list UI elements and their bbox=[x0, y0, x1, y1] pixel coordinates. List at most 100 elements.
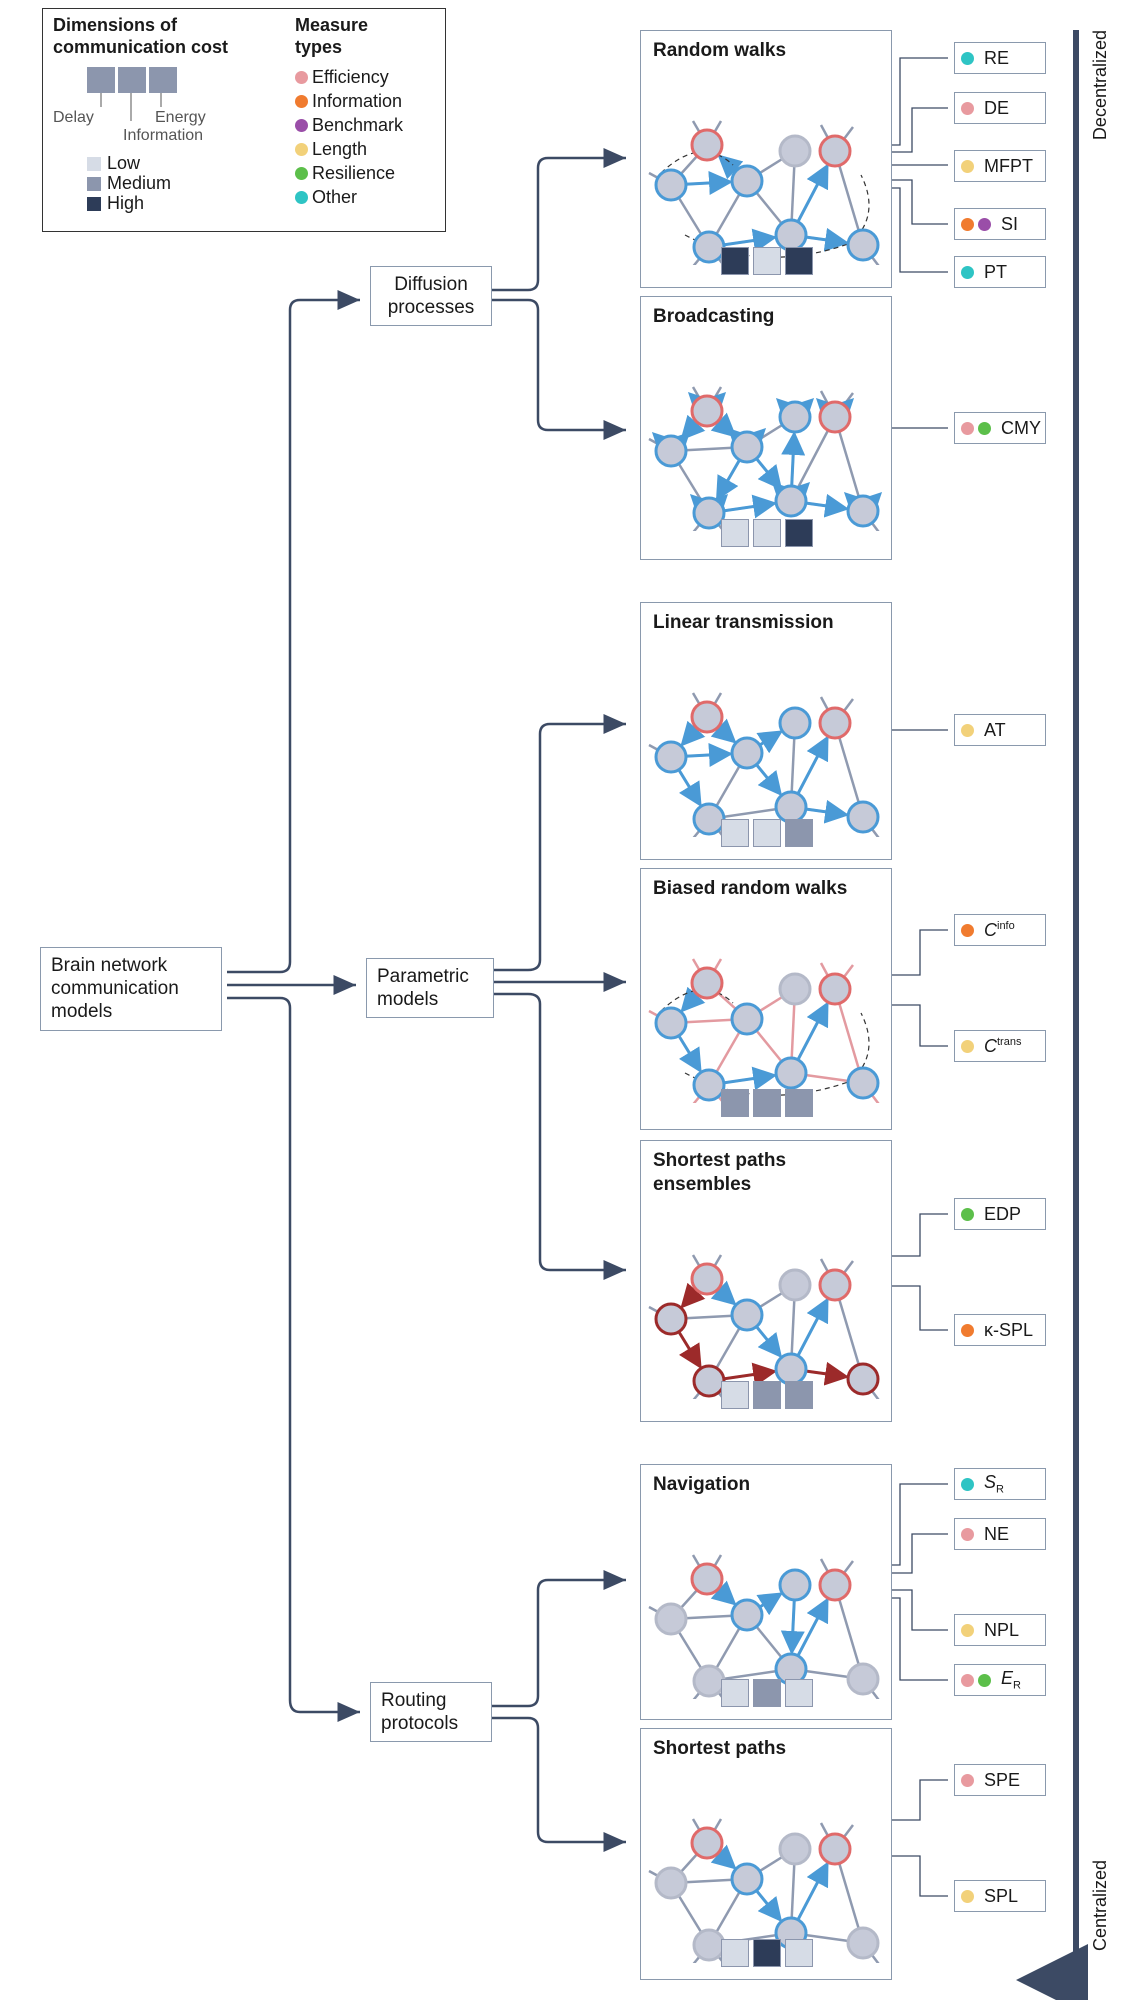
measure-label: NE bbox=[984, 1524, 1009, 1545]
measure-type-dot bbox=[961, 1623, 974, 1637]
panel-title: Random walks bbox=[653, 40, 787, 61]
network-node bbox=[690, 700, 724, 734]
measure-type-dot bbox=[961, 723, 974, 737]
network-node bbox=[654, 1866, 688, 1900]
measure-subscript: R bbox=[996, 1483, 1004, 1496]
network-node bbox=[774, 1056, 808, 1090]
network-node bbox=[654, 1602, 688, 1636]
network-node bbox=[846, 228, 880, 262]
measure-label: PT bbox=[984, 262, 1007, 283]
measure-label: SPE bbox=[984, 1770, 1020, 1791]
network-node bbox=[846, 1066, 880, 1100]
measure-label-text: C bbox=[984, 1035, 997, 1056]
measure-de: DE bbox=[954, 92, 1046, 124]
cost-indicator bbox=[721, 819, 813, 847]
delay-label: Delay bbox=[53, 109, 94, 126]
network-node bbox=[692, 496, 726, 530]
network-node bbox=[846, 494, 880, 528]
measure-superscript: trans bbox=[997, 1035, 1022, 1048]
legend-measure-type-item: Information bbox=[295, 91, 402, 112]
parametric-line1: Parametric bbox=[377, 966, 469, 987]
measure-label: SR bbox=[984, 1472, 1004, 1496]
root-box: Brain network communication models bbox=[40, 947, 222, 1031]
panel-title-line2: ensembles bbox=[653, 1174, 752, 1195]
measure-si: SI bbox=[954, 208, 1046, 240]
network-node bbox=[778, 1268, 812, 1302]
measure-label-text: SI bbox=[1001, 213, 1019, 234]
measure-label: SPL bbox=[984, 1886, 1018, 1907]
measure-label: NPL bbox=[984, 1620, 1019, 1641]
routing-line1: Routing bbox=[381, 1690, 447, 1711]
cost-square bbox=[753, 247, 781, 275]
measure-type-dot bbox=[961, 1477, 974, 1491]
legend-level-item: Low bbox=[87, 153, 140, 174]
spe-to-kspl-connector bbox=[886, 1285, 948, 1331]
legend-level-item: High bbox=[87, 193, 144, 214]
measure-label-text: EDP bbox=[984, 1203, 1022, 1224]
parametric-line2: models bbox=[377, 989, 439, 1010]
network-node bbox=[778, 1832, 812, 1866]
network-node bbox=[692, 802, 726, 836]
network-node bbox=[818, 972, 852, 1006]
cost-square bbox=[753, 1089, 781, 1117]
measure-label: CMY bbox=[1001, 418, 1041, 439]
panel-title: Shortest paths ensembles bbox=[653, 1149, 786, 1197]
network-node bbox=[654, 740, 688, 774]
measure-ne: NE bbox=[954, 1518, 1046, 1550]
network-node bbox=[730, 1002, 764, 1036]
network-node bbox=[774, 218, 808, 252]
panel-shortest-paths-ensembles: Shortest paths ensembles bbox=[640, 1140, 892, 1422]
panel-shortest-paths: Shortest paths bbox=[640, 1728, 892, 1980]
measure-label-text: C bbox=[984, 919, 997, 940]
measure-type-dot bbox=[978, 421, 991, 435]
measure-type-dot bbox=[978, 217, 991, 231]
cost-square bbox=[753, 1381, 781, 1409]
panel-navigation: Navigation bbox=[640, 1464, 892, 1720]
cost-indicator bbox=[721, 1679, 813, 1707]
nav-to-ne-connector bbox=[886, 1533, 948, 1574]
root-line1: Brain network bbox=[51, 955, 168, 976]
measure-label-text: κ-SPL bbox=[984, 1319, 1034, 1340]
measure-label-text: DE bbox=[984, 97, 1010, 118]
cost-square bbox=[785, 819, 813, 847]
parametric-models-box: Parametric models bbox=[366, 958, 494, 1018]
network-node bbox=[654, 168, 688, 202]
panel-title: Broadcasting bbox=[653, 306, 775, 327]
network-graphic bbox=[648, 958, 880, 1103]
cost-square bbox=[753, 1679, 781, 1707]
diffusion-to-broadcasting-connector bbox=[492, 298, 626, 440]
dimension-pointer-lines bbox=[100, 93, 162, 121]
measure-subscript: R bbox=[1013, 1679, 1021, 1692]
network-node bbox=[730, 430, 764, 464]
measure-npl: NPL bbox=[954, 1614, 1046, 1646]
network-node bbox=[846, 1926, 880, 1960]
network-node bbox=[692, 1928, 726, 1962]
legend-measure-type-item: Length bbox=[295, 139, 367, 160]
cost-dimension-icon bbox=[87, 67, 177, 93]
rw-to-pt-connector bbox=[886, 187, 948, 273]
measure-type-dot bbox=[961, 421, 974, 435]
measure-type-dot bbox=[961, 101, 974, 115]
cost-square bbox=[753, 519, 781, 547]
measure-c-info: Cinfo bbox=[954, 914, 1046, 946]
network-node bbox=[730, 736, 764, 770]
network-node bbox=[654, 1302, 688, 1336]
level-label: Low bbox=[107, 153, 141, 173]
network-node bbox=[778, 134, 812, 168]
dimensions-title-line2: communication cost bbox=[53, 37, 229, 57]
measure-label: DE bbox=[984, 98, 1009, 119]
measure-re: RE bbox=[954, 42, 1046, 74]
dimensions-title-line1: Dimensions of bbox=[53, 15, 178, 35]
measure-type-dot bbox=[961, 265, 974, 279]
measure-label-text: E bbox=[1001, 1668, 1014, 1689]
panel-broadcasting: Broadcasting bbox=[640, 296, 892, 560]
measure-type-dot bbox=[961, 1889, 974, 1903]
measure-e-r: ER bbox=[954, 1664, 1046, 1696]
measure-type-label: Benchmark bbox=[312, 115, 404, 135]
network-node bbox=[692, 1068, 726, 1102]
level-label: High bbox=[107, 193, 145, 213]
measure-label-text: AT bbox=[984, 719, 1006, 740]
routing-to-navigation-connector bbox=[492, 1570, 626, 1708]
network-node bbox=[846, 1362, 880, 1396]
cost-indicator bbox=[721, 519, 813, 547]
